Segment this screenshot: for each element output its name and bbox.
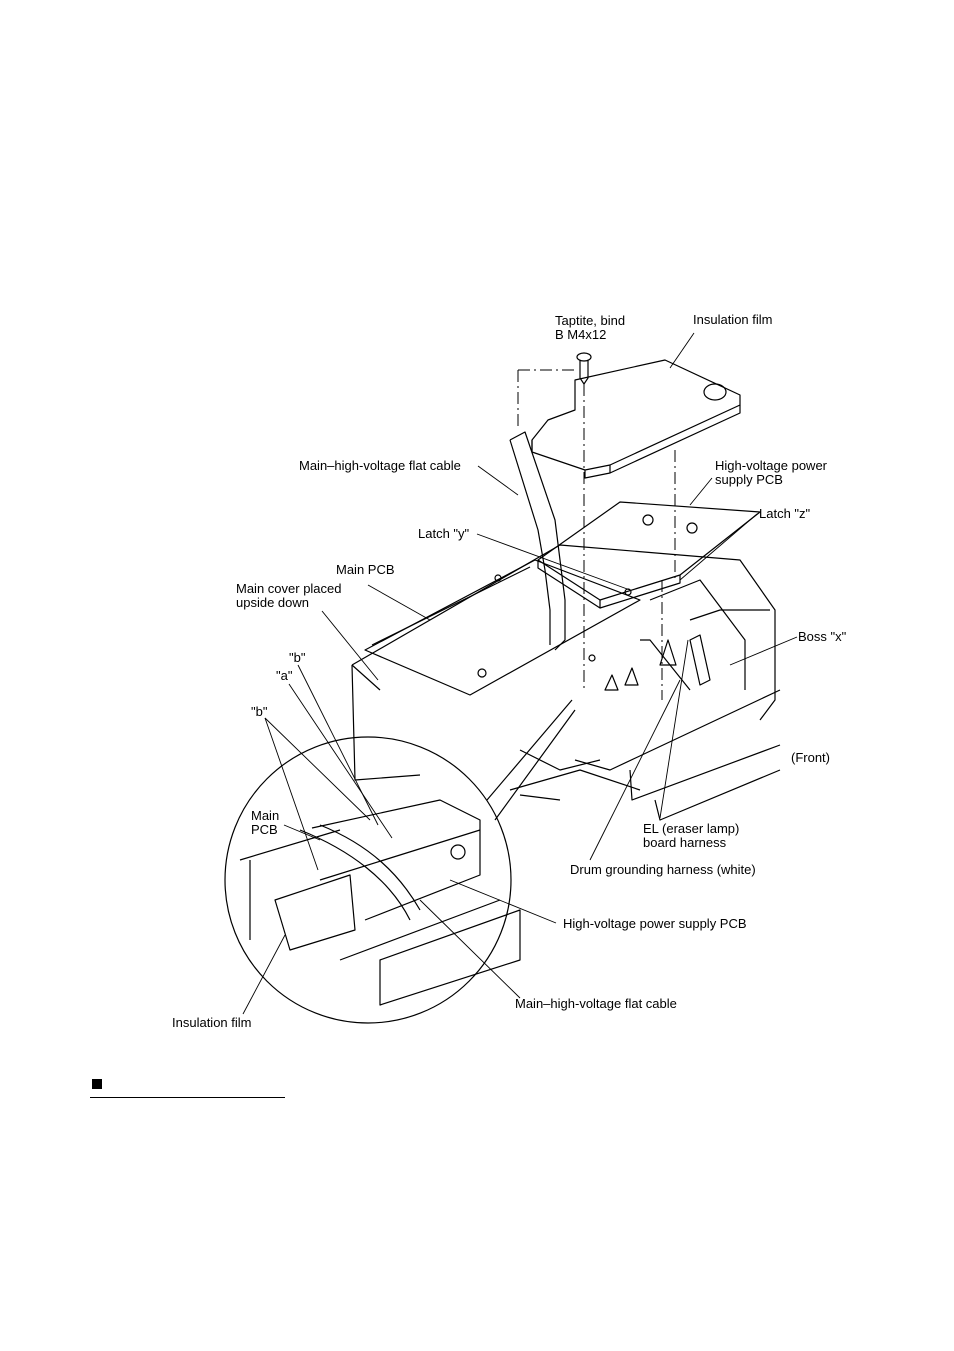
b-upper-label: "b": [289, 650, 306, 665]
detail-callout: [224, 699, 576, 1024]
insulation-film-top-label: Insulation film: [693, 312, 773, 327]
leader-main-pcb-detail: [283, 824, 321, 841]
hv-pcb-top-label: High-voltage power supply PCB: [715, 458, 828, 487]
el-harness-label: EL (eraser lamp) board harness: [643, 821, 740, 850]
leader-insulation-detail: [242, 934, 286, 1015]
insulation-film-drawing: [531, 359, 741, 479]
leader-flat-cable-top: [477, 465, 519, 496]
leader-flat-cable-detail: [419, 899, 521, 999]
flat-cable-drawing: [509, 431, 566, 651]
leader-lines: [242, 332, 798, 1015]
insulation-film-detail-label: Insulation film: [172, 1015, 252, 1030]
screw-label: Taptite, bind B M4x12: [555, 313, 626, 342]
hv-pcb-drawing: [537, 501, 761, 609]
boss-x-label: Boss "x": [798, 629, 847, 644]
section-underline: [90, 1097, 285, 1098]
cover-edge-lines: [509, 769, 641, 801]
main-pcb-top-label: Main PCB: [336, 562, 395, 577]
drum-harness-label: Drum grounding harness (white): [570, 862, 756, 877]
leader-b-left-1: [264, 717, 319, 871]
leader-b-left-2: [264, 717, 371, 821]
b-left-label: "b": [251, 704, 268, 719]
main-pcb-detail-label: Main PCB: [251, 808, 280, 837]
leader-insulation-top: [669, 332, 695, 369]
leader-a: [288, 683, 393, 839]
leader-hv-pcb-top: [689, 477, 713, 506]
main-cover-label: Main cover placed upside down: [236, 581, 342, 610]
leader-el-harness: [659, 639, 689, 819]
assembly-lines: [517, 369, 676, 700]
leader-latch-z: [679, 513, 758, 581]
main-pcb-drawing: [364, 559, 641, 696]
latch-z-label: Latch "z": [759, 506, 811, 521]
hv-pcb-detail-label: High-voltage power supply PCB: [563, 916, 747, 931]
front-label: (Front): [791, 750, 830, 765]
leader-hv-pcb-detail: [449, 879, 557, 924]
flat-cable-detail-label: Main–high-voltage flat cable: [515, 996, 677, 1011]
leader-main-cover: [321, 610, 379, 681]
a-label: "a": [276, 668, 293, 683]
leader-drum-harness: [589, 679, 681, 861]
section-bullet-icon: [92, 1079, 102, 1089]
leader-boss-x: [729, 636, 798, 666]
internal-parts-drawing: [604, 579, 770, 691]
flat-cable-top-label: Main–high-voltage flat cable: [299, 458, 461, 473]
leader-b-upper: [297, 664, 379, 826]
latch-y-label: Latch "y": [418, 526, 470, 541]
leader-main-pcb-top: [367, 584, 431, 621]
leader-latch-y: [476, 533, 631, 591]
